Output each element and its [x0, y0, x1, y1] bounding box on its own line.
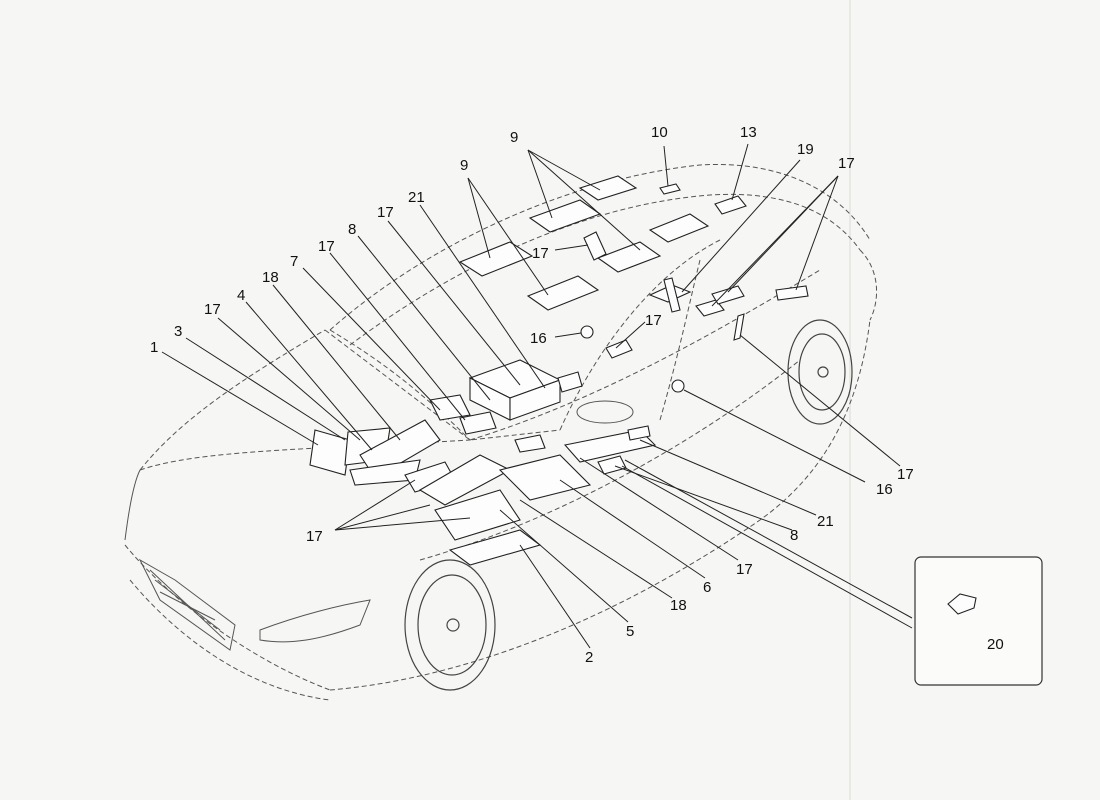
detail-inset	[914, 556, 1043, 686]
callout-20: 20	[987, 636, 1004, 653]
rear-wheel	[787, 319, 853, 425]
callout-2: 2	[585, 649, 593, 666]
callout-17-left: 17	[204, 301, 221, 318]
callout-9-right: 9	[510, 129, 518, 146]
callout-16-left: 16	[530, 330, 547, 347]
front-grille	[138, 558, 236, 651]
callout-5: 5	[626, 623, 634, 640]
car-outline	[124, 163, 878, 701]
callout-10: 10	[651, 124, 668, 141]
callout-17-bottom-left: 17	[306, 528, 323, 545]
callout-17-pillar: 17	[645, 312, 662, 329]
callout-17-right: 17	[897, 466, 914, 483]
callout-21-right: 21	[817, 513, 834, 530]
callout-8-bottom: 8	[790, 527, 798, 544]
callout-17-mid-b: 17	[377, 204, 394, 221]
callout-17-lower: 17	[736, 561, 753, 578]
callout-17-mid-a: 17	[318, 238, 335, 255]
callout-8-top: 8	[348, 221, 356, 238]
leader-lines	[161, 143, 989, 649]
callout-3: 3	[174, 323, 182, 340]
callout-7: 7	[290, 253, 298, 270]
headlight	[259, 599, 371, 643]
callout-16-right: 16	[876, 481, 893, 498]
callout-18-bottom: 18	[670, 597, 687, 614]
callout-6: 6	[703, 579, 711, 596]
callout-1: 1	[150, 339, 158, 356]
callout-4: 4	[237, 287, 245, 304]
callout-labels: 1 2 3 4 5 6 7 8 8 9 9 10 13 16 16 17 17 …	[150, 124, 1004, 666]
callout-17-top-right: 17	[838, 155, 855, 172]
callout-19: 19	[797, 141, 814, 158]
callout-9-left: 9	[460, 157, 468, 174]
part-20-shape	[947, 593, 977, 615]
front-wheel	[404, 559, 496, 691]
callout-18-top: 18	[262, 269, 279, 286]
callout-17-roof: 17	[532, 245, 549, 262]
callout-13: 13	[740, 124, 757, 141]
insulation-parts	[309, 175, 809, 566]
callout-21-top: 21	[408, 189, 425, 206]
